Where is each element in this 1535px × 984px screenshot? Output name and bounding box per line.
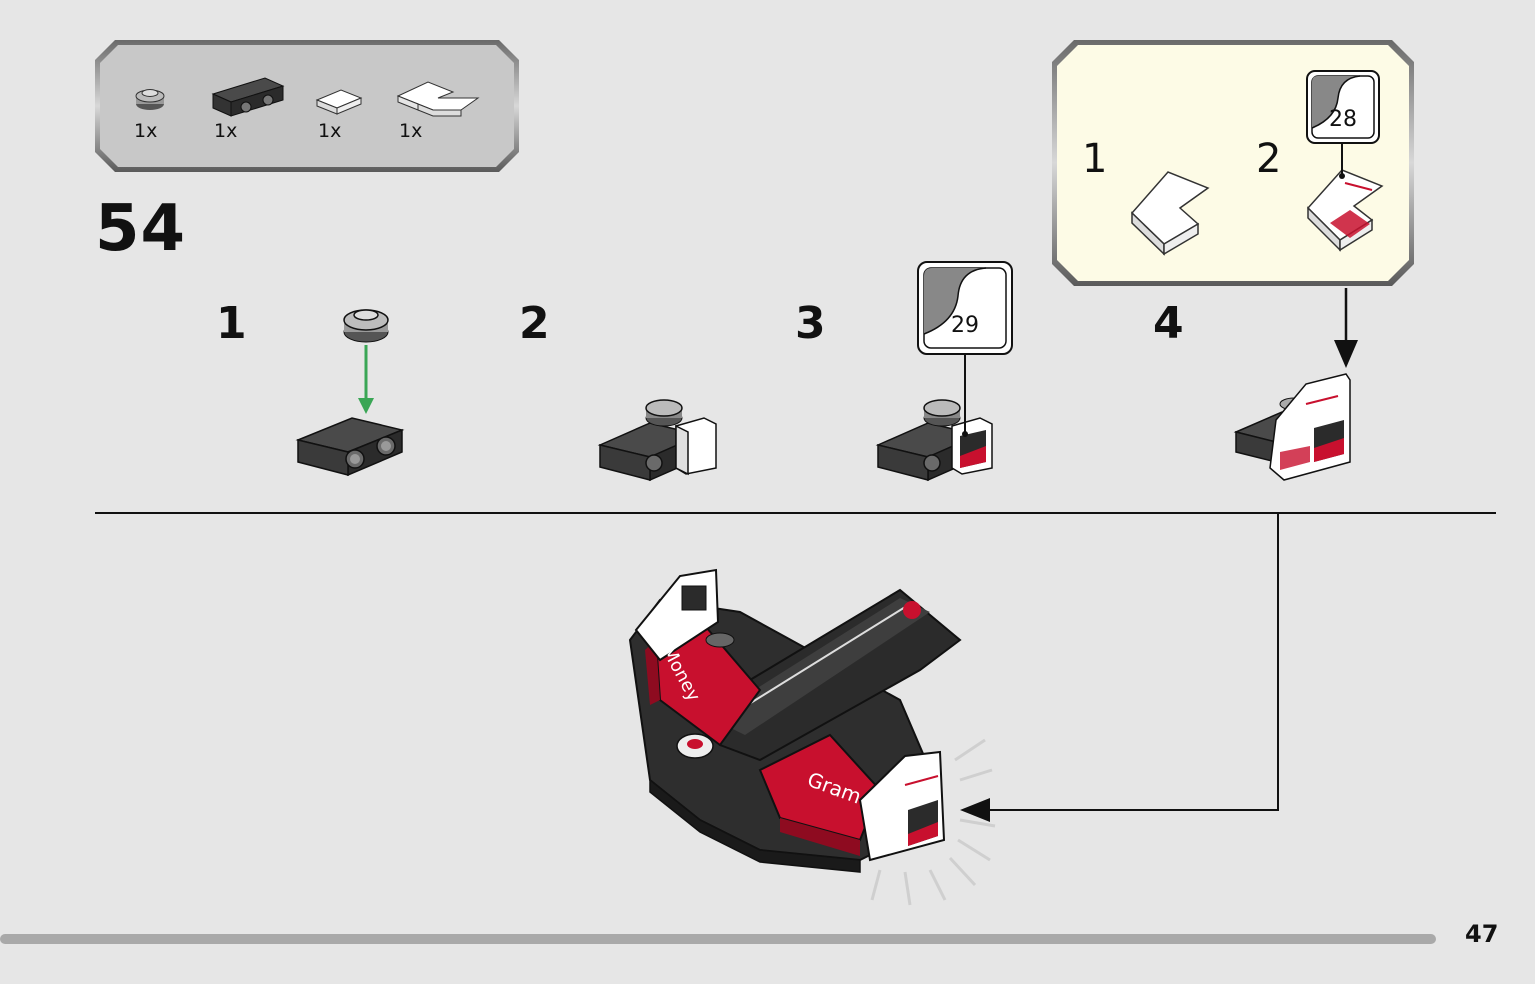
callout-box: 1 2 28 xyxy=(1050,38,1416,288)
sticker-number-29: 29 xyxy=(951,313,979,338)
sticker-icon-28 xyxy=(1306,70,1380,144)
round-plate-icon xyxy=(135,89,165,110)
parts-list-panel: 1x 1x 1x 1x xyxy=(93,38,521,174)
qty-bracket-plate: 1x xyxy=(214,120,238,142)
substep-4-illustration xyxy=(1233,288,1358,481)
callout-corner-tile xyxy=(1130,171,1210,256)
parts-list-frame xyxy=(95,40,519,172)
substep-2-number: 2 xyxy=(519,298,550,349)
substep-3-number: 3 xyxy=(795,298,826,349)
tile-icon xyxy=(315,89,363,115)
sticker-number-28: 28 xyxy=(1329,107,1357,132)
bracket-plate-icon xyxy=(211,77,285,117)
attach-arrow-head xyxy=(960,798,990,822)
substep-2-illustration xyxy=(597,399,717,482)
callout-frame xyxy=(1052,40,1414,286)
qty-round-plate: 1x xyxy=(134,120,158,142)
corner-tile-icon xyxy=(396,81,480,117)
substep-4-number: 4 xyxy=(1153,298,1184,349)
attach-connector xyxy=(985,513,1279,811)
callout-decorated-tile xyxy=(1306,169,1384,252)
page-number: 47 xyxy=(1465,920,1499,948)
callout-substep-1: 1 xyxy=(1082,136,1108,182)
page-progress-bar xyxy=(0,934,1436,944)
qty-tile: 1x xyxy=(318,120,342,142)
qty-corner-tile: 1x xyxy=(399,120,423,142)
substep-3-illustration xyxy=(875,261,1013,482)
step-number: 54 xyxy=(95,192,187,266)
substep-1-illustration xyxy=(295,309,405,477)
callout-substep-2: 2 xyxy=(1256,136,1282,182)
substep-1-number: 1 xyxy=(216,298,247,349)
model-illustration: Money Gram xyxy=(628,568,996,906)
